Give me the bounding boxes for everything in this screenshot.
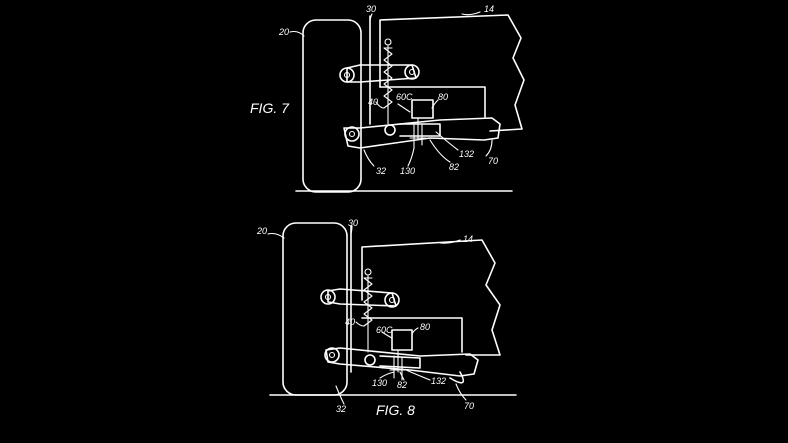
ref-70: 70: [488, 156, 498, 166]
actuator-60c: [391, 329, 413, 351]
wheel: [302, 19, 362, 193]
ref-32: 32: [376, 166, 386, 176]
bracket: [361, 317, 463, 353]
upper-arm-pivot-2: [384, 292, 400, 308]
ref-32: 32: [336, 404, 346, 414]
spring-top-mount: [384, 38, 392, 46]
lower-arm: [343, 117, 501, 149]
actuator-60c: [411, 99, 434, 119]
lower-arm-pivot: [344, 126, 360, 142]
ref-20: 20: [278, 27, 289, 37]
lower-arm-slot: [379, 355, 421, 369]
ref-60c: 60C: [376, 325, 393, 335]
ref-30: 30: [366, 4, 376, 14]
lock-mechanism: [409, 124, 427, 149]
ref-14: 14: [484, 4, 494, 14]
lower-arm-slot: [399, 123, 441, 137]
ref-82: 82: [397, 380, 407, 390]
ref-130: 130: [400, 166, 415, 176]
figure-8-label: FIG. 8: [376, 402, 415, 418]
wheel: [282, 222, 348, 396]
ref-80: 80: [420, 322, 430, 332]
upper-arm-pivot: [320, 289, 336, 305]
upper-arm-pivot-2: [404, 64, 420, 80]
ref-82: 82: [449, 162, 459, 172]
ref-132: 132: [459, 149, 474, 159]
ref-80: 80: [438, 92, 448, 102]
bracket: [379, 86, 486, 118]
ref-130: 130: [372, 378, 387, 388]
lower-arm-tip: [449, 371, 465, 384]
ref-132: 132: [431, 376, 446, 386]
upper-arm-pivot: [339, 67, 355, 83]
ref-60c: 60C: [396, 92, 413, 102]
ref-20: 20: [256, 226, 267, 236]
ref-30: 30: [348, 218, 358, 228]
figure-7: FIG. 7: [250, 4, 525, 193]
ref-70: 70: [464, 401, 474, 411]
ref-40: 40: [345, 317, 355, 327]
lower-arm: [325, 347, 479, 377]
ref-14: 14: [463, 234, 473, 244]
chassis: [379, 14, 525, 132]
lower-arm-pivot: [324, 347, 340, 363]
chassis: [361, 239, 501, 356]
spring-top-mount: [364, 268, 372, 276]
lower-arm-pin: [384, 124, 396, 136]
figure-7-label: FIG. 7: [250, 100, 290, 116]
lower-arm-pin: [364, 354, 376, 366]
ref-40: 40: [368, 97, 378, 107]
figure-8: FIG. 8: [256, 218, 517, 418]
